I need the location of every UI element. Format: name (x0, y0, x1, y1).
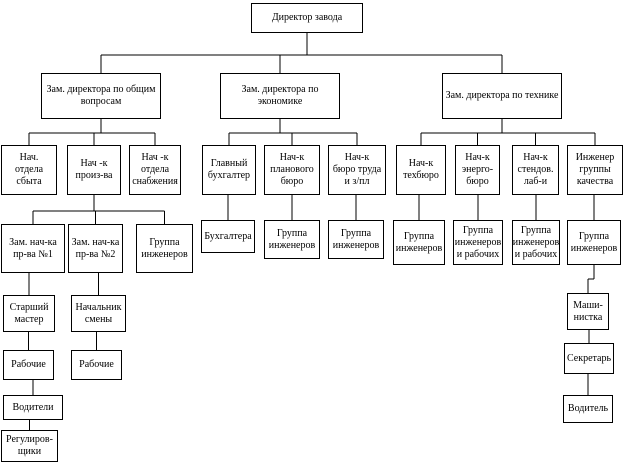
node-dep-econ: Зам. директора по экономике (220, 73, 340, 119)
node-prod-eng: Группа инженеров (136, 224, 193, 273)
node-energy-grp: Группа инженеров и рабочих (453, 220, 503, 265)
node-plan-eng: Группа инженеров (264, 220, 320, 259)
node-sales: Нач. отдела сбыта (1, 145, 57, 195)
node-secretary: Секретарь (564, 343, 614, 374)
node-driver: Водитель (563, 395, 613, 423)
node-typist: Маши- нистка (567, 293, 609, 330)
node-dep-prod1: Зам. нач-ка пр-ва №1 (1, 224, 65, 273)
node-quality: Инженер группы качества (567, 145, 623, 195)
node-tech-eng: Группа инженеров (393, 220, 445, 265)
node-director: Директор завода (251, 3, 363, 33)
node-workers2: Рабочие (71, 350, 122, 380)
node-workers1: Рабочие (3, 350, 54, 380)
node-supply: Нач -к отдела снабжения (129, 145, 181, 195)
node-shift-head: Начальник смены (71, 295, 126, 332)
node-techbureau: Нач-к техбюро (396, 145, 446, 195)
node-adjusters: Регулиров- щики (1, 430, 58, 462)
node-planning: Нач-к планового бюро (264, 145, 320, 195)
node-dep-tech: Зам. директора по технике (442, 73, 562, 119)
node-senior-master: Старший мастер (3, 295, 55, 332)
node-drivers: Водители (3, 395, 63, 420)
node-labor-eng: Группа инженеров (328, 220, 384, 259)
node-accounting: Бухгалтера (201, 220, 255, 253)
node-labor: Нач-к бюро труда и з/пл (328, 145, 386, 195)
node-energy: Нач-к энерго- бюро (455, 145, 500, 195)
node-dep-prod2: Зам. нач-ка пр-ва №2 (68, 224, 123, 273)
node-quality-eng: Группа инженеров (567, 220, 621, 265)
node-stand-grp: Группа инженеров и рабочих (512, 220, 560, 265)
node-chief-acc: Главный бухгалтер (202, 145, 256, 195)
node-stand: Нач-к стендов. лаб-и (512, 145, 559, 195)
node-production: Нач -к произ-ва (67, 145, 121, 195)
node-dep-general: Зам. директора по общим вопросам (41, 73, 161, 119)
